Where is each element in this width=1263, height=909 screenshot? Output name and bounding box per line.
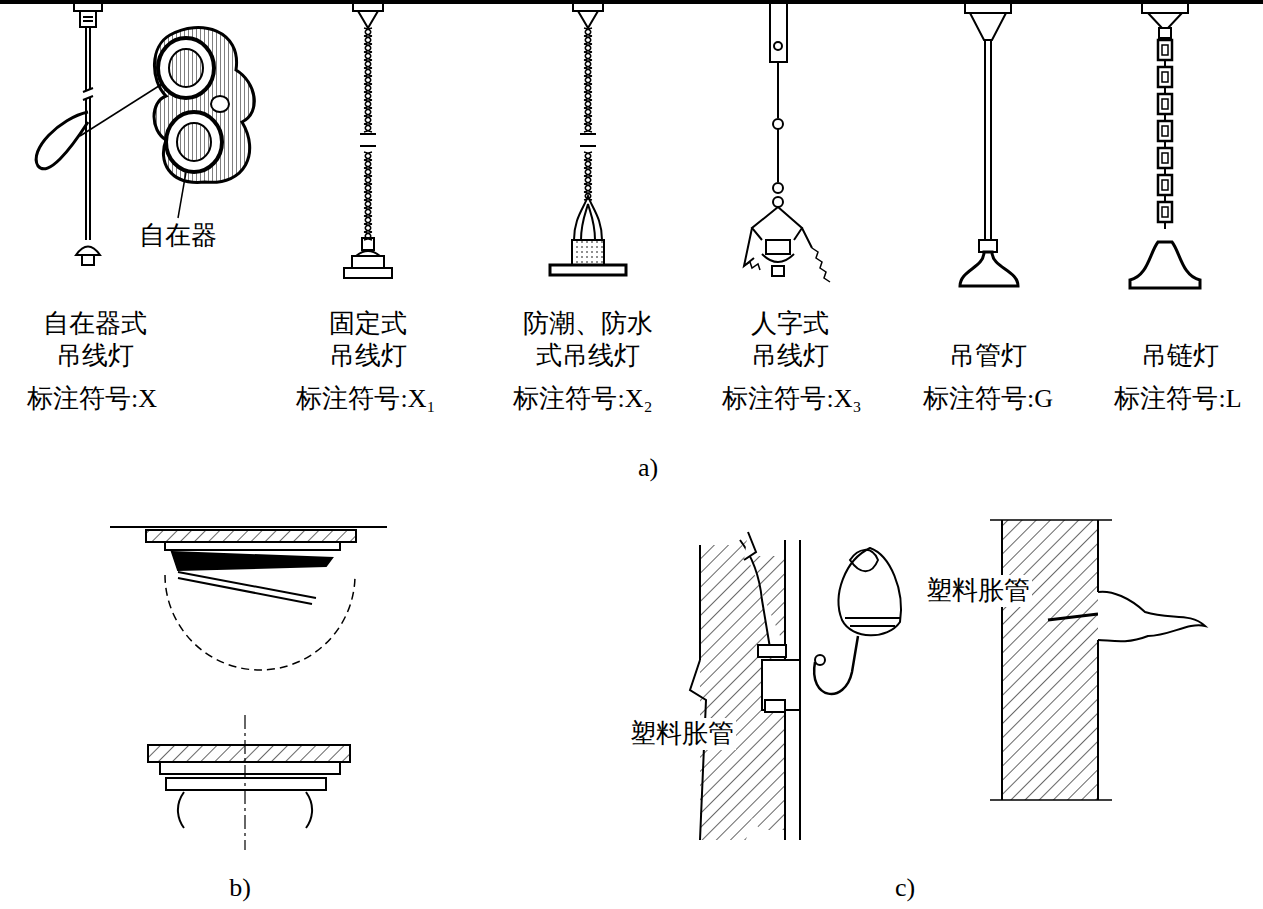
caption-label: 标注符号:X₃ — [720, 383, 863, 415]
caption-label: 标注符号:G — [921, 383, 1055, 415]
caption-label: a) — [636, 452, 660, 484]
chain-link — [1158, 40, 1172, 60]
chain-link — [1158, 94, 1172, 114]
twisted-cord — [364, 28, 372, 132]
chain-link — [1162, 207, 1168, 217]
chain-link — [1162, 72, 1168, 82]
chain-link — [1162, 126, 1168, 136]
twisted-cord — [584, 28, 592, 132]
caption-label: 标注符号:X — [25, 383, 159, 415]
chain-link — [1158, 67, 1172, 87]
adjuster-part — [80, 28, 254, 218]
pendant-lamp-x1 — [344, 3, 392, 278]
pendant-lamp-x — [36, 3, 102, 265]
chain-link — [1158, 121, 1172, 141]
caption-label: b) — [227, 872, 253, 904]
caption-label: 自在器式 吊线灯 — [23, 308, 167, 372]
chain-link — [1158, 148, 1172, 168]
caption-label: 防潮、防水 式吊线灯 — [511, 308, 665, 372]
twisted-cord — [584, 152, 592, 200]
caption-label: 标注符号:L — [1112, 383, 1243, 415]
caption-label: 人字式 吊线灯 — [723, 308, 857, 372]
caption-label: 标注符号:X₁ — [294, 383, 437, 415]
pendant-lamp-x2 — [550, 3, 626, 275]
caption-label: 吊管灯 — [947, 340, 1029, 372]
caption-label: 自在器 — [137, 220, 219, 252]
chain-link — [1162, 99, 1168, 109]
twisted-cord — [364, 152, 372, 240]
chain-link — [1158, 175, 1172, 195]
caption-label: 固定式 吊线灯 — [296, 308, 440, 372]
chain-link — [1162, 153, 1168, 163]
chain-link — [1162, 180, 1168, 190]
chain-link — [1158, 202, 1172, 222]
chain-link — [1164, 222, 1166, 229]
caption-label: 吊链灯 — [1139, 340, 1221, 372]
pendant-lamp-x3 — [744, 0, 830, 282]
ceiling-line — [0, 0, 1263, 4]
pendant-lamp-l — [1130, 3, 1200, 288]
chain-link — [1162, 45, 1168, 55]
caption-label: 塑料胀管 — [924, 575, 1032, 607]
caption-label: 标注符号:X₂ — [511, 383, 654, 415]
caption-label: c) — [893, 872, 917, 904]
pendant-lamp-g — [960, 3, 1018, 286]
caption-label: 塑料胀管 — [628, 718, 736, 750]
ceiling-lamp — [110, 527, 387, 850]
wall-lamp — [690, 520, 1205, 840]
